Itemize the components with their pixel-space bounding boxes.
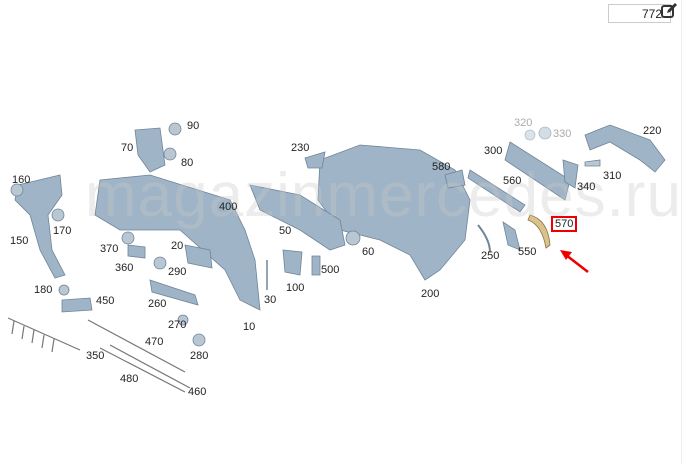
part-label[interactable]: 100: [286, 282, 305, 294]
part-side-bracket-left: [14, 174, 66, 279]
part-560: [467, 169, 526, 213]
part-label[interactable]: 220: [643, 125, 662, 137]
part-550: [502, 221, 521, 251]
part-label[interactable]: 280: [190, 350, 209, 362]
part-250: [477, 224, 491, 253]
part-label[interactable]: 450: [96, 295, 115, 307]
part-450: [61, 297, 93, 313]
part-label[interactable]: 80: [181, 157, 194, 169]
part-impact-bar: [249, 184, 346, 251]
part-580: [444, 169, 466, 189]
part-rear-cover: [94, 174, 261, 311]
part-label[interactable]: 290: [168, 266, 187, 278]
part-470: [87, 319, 186, 373]
pointer-arrow: [565, 254, 589, 273]
part-230: [304, 151, 326, 169]
part-100: [282, 249, 303, 276]
quantity-field[interactable]: 772: [608, 4, 671, 23]
part-label[interactable]: 250: [481, 250, 500, 262]
part-70: [134, 127, 166, 173]
part-label[interactable]: 230: [291, 142, 310, 154]
part-500: [311, 255, 321, 276]
part-310: [584, 159, 601, 167]
part-label[interactable]: 50: [279, 225, 292, 237]
part-300: [504, 141, 571, 201]
part-label-highlighted[interactable]: 570: [551, 216, 578, 232]
part-330: [538, 126, 552, 140]
part-label[interactable]: 330: [553, 128, 572, 140]
part-label[interactable]: 260: [148, 298, 167, 310]
part-label[interactable]: 560: [503, 175, 522, 187]
part-220: [584, 124, 666, 173]
part-label[interactable]: 340: [577, 181, 596, 193]
part-label[interactable]: 480: [120, 373, 139, 385]
part-label[interactable]: 370: [100, 243, 119, 255]
part-label[interactable]: 180: [34, 284, 53, 296]
part-label[interactable]: 60: [362, 246, 375, 258]
part-label[interactable]: 270: [168, 319, 187, 331]
part-370: [121, 231, 135, 245]
part-360: [127, 244, 146, 259]
part-label[interactable]: 30: [264, 294, 277, 306]
part-label[interactable]: 460: [188, 386, 207, 398]
part-label[interactable]: 310: [603, 170, 622, 182]
part-340: [562, 159, 579, 189]
pointer-arrowhead: [560, 250, 572, 260]
edit-icon[interactable]: [661, 3, 677, 19]
part-170: [51, 208, 65, 222]
part-480: [99, 347, 186, 393]
part-160: [10, 183, 24, 197]
part-label[interactable]: 300: [484, 145, 503, 157]
part-label[interactable]: 320: [514, 117, 533, 129]
part-180: [58, 284, 70, 296]
part-label[interactable]: 160: [12, 174, 31, 186]
part-label[interactable]: 20: [171, 240, 184, 252]
part-label[interactable]: 470: [145, 336, 164, 348]
part-label[interactable]: 90: [187, 120, 200, 132]
part-label[interactable]: 10: [243, 321, 256, 333]
part-270: [177, 314, 189, 326]
part-60: [345, 230, 361, 246]
part-80: [163, 147, 177, 161]
part-280: [192, 333, 206, 347]
part-320: [524, 129, 536, 141]
part-label[interactable]: 200: [421, 288, 440, 300]
part-label[interactable]: 360: [115, 262, 134, 274]
part-label[interactable]: 580: [432, 161, 451, 173]
part-350: [7, 317, 81, 353]
part-label[interactable]: 170: [53, 225, 72, 237]
part-570: [527, 214, 551, 249]
part-460: [109, 344, 191, 389]
part-290: [153, 256, 167, 270]
part-label[interactable]: 70: [121, 142, 134, 154]
part-label[interactable]: 400: [219, 201, 238, 213]
part-label[interactable]: 350: [86, 350, 105, 362]
part-260: [149, 279, 199, 306]
part-20: [184, 244, 213, 269]
part-label[interactable]: 550: [518, 246, 537, 258]
part-label[interactable]: 500: [321, 264, 340, 276]
part-label[interactable]: 150: [10, 235, 29, 247]
part-90: [168, 122, 182, 136]
